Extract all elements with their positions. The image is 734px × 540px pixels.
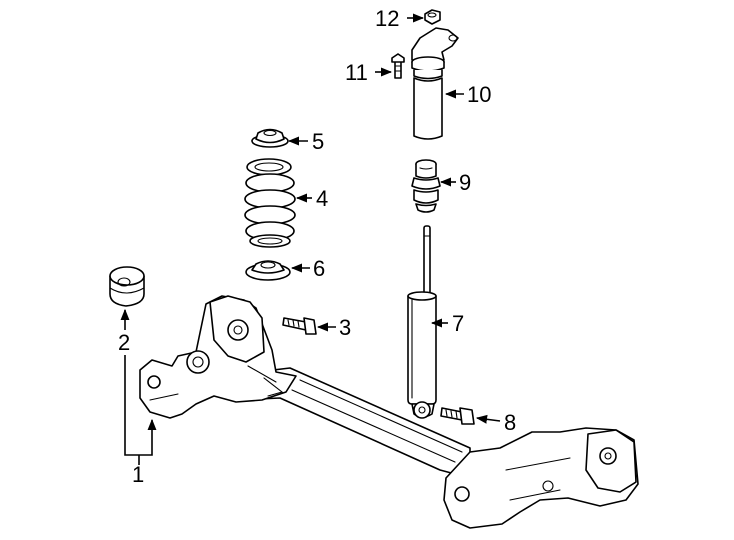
bump-stop[interactable] [411,159,441,213]
callout-8: 8 [504,410,516,435]
callouts: 1 2 3 4 5 6 7 8 9 10 11 12 [118,6,516,487]
axle-beam[interactable] [139,295,639,529]
callout-6: 6 [313,256,325,281]
bushing[interactable] [109,266,145,307]
callout-9: 9 [459,170,471,195]
lower-spring-seat[interactable] [245,260,291,281]
callout-5: 5 [312,129,324,154]
upper-mount[interactable] [411,27,459,140]
callout-11: 11 [345,60,368,85]
callout-10: 10 [467,82,491,107]
bolt-3[interactable] [282,317,317,335]
coil-spring[interactable] [244,158,296,248]
callout-7: 7 [452,311,464,336]
upper-spring-seat[interactable] [251,128,289,148]
nut-12[interactable] [424,9,441,25]
leader-8 [475,414,501,424]
bolt-8[interactable] [440,407,475,425]
shock-absorber[interactable] [407,225,437,419]
callout-12: 12 [375,6,399,31]
bolt-11[interactable] [391,53,405,79]
leader-lines [120,13,501,465]
callout-4: 4 [316,186,328,211]
callout-2: 2 [118,330,130,355]
callout-3: 3 [339,315,351,340]
callout-1: 1 [132,462,144,487]
